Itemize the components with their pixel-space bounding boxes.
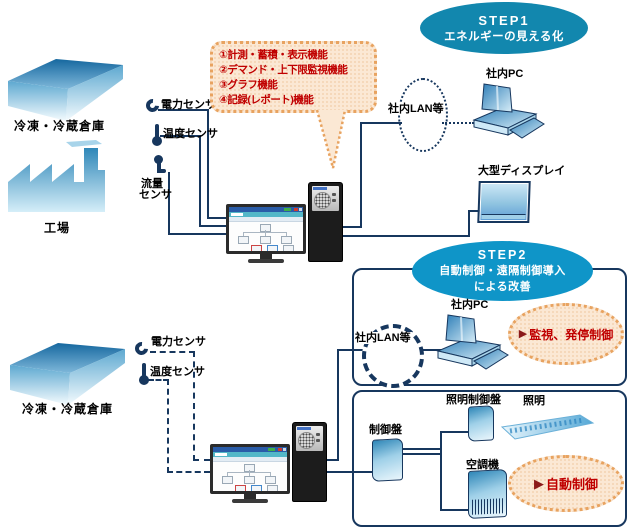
auto-control-badge: ▶ 自動制御: [508, 455, 624, 512]
warehouse-icon: [8, 59, 123, 121]
monitor-screen: [213, 447, 287, 491]
temperature-sensor-icon: [152, 124, 162, 146]
arrow-icon: ▶: [518, 327, 528, 340]
step1-title: STEP1: [478, 12, 530, 28]
function-callout: ①計測・蓄積・表示機能 ②デマンド・上下限監視機能 ③グラフ機能 ④記録(レポー…: [210, 41, 377, 113]
cable-temp-v: [199, 135, 201, 227]
cable-power-dashed-in: [193, 459, 210, 461]
cable-temp-in: [199, 225, 227, 227]
cable-temp-dashed-h: [148, 379, 169, 381]
cable-lan-pc-dotted: [442, 122, 474, 124]
app-menubar: [229, 212, 303, 217]
temperature-sensor-label: 温度センサ: [163, 128, 218, 140]
desktop-pc-icon: [437, 314, 509, 370]
step2-title: STEP2: [477, 248, 528, 262]
app-diagram-area: [229, 222, 303, 251]
pc-label: 社内PC: [451, 299, 489, 311]
air-conditioner-label: 空調機: [466, 459, 499, 471]
large-display-icon: [477, 181, 531, 223]
warehouse-label: 冷凍・冷蔵倉庫: [14, 119, 106, 133]
monitoring-control-text: 監視、発停制御: [529, 327, 614, 342]
control-panel-icon: [372, 438, 403, 482]
factory-label: 工場: [44, 221, 71, 235]
app-menubar: [213, 452, 287, 457]
cable-tower-panel: [325, 471, 375, 473]
app-diagram-area: [213, 462, 287, 491]
app-titlebar: [229, 207, 303, 212]
control-panel-label: 制御盤: [369, 424, 402, 436]
power-sensor-icon: [132, 339, 151, 358]
data-logger-tower: [292, 422, 327, 502]
cable-tower-lan-h: [341, 226, 362, 228]
cable-junction-v: [440, 431, 442, 511]
cable-flow-in: [168, 233, 227, 235]
desktop-pc-icon: [473, 83, 545, 139]
factory-icon: [8, 140, 105, 212]
data-logger-tower: [308, 182, 343, 262]
cable-tower-display-v: [468, 210, 470, 237]
flow-sensor-label-line1: 流量: [141, 178, 163, 190]
cable-power-v: [207, 109, 209, 219]
monitoring-pc-monitor: [226, 204, 306, 263]
cable-tower-display-h: [341, 235, 470, 237]
step2-subtitle-line2: による改善: [473, 281, 532, 293]
lighting-label: 照明: [523, 395, 545, 407]
cable-power-in: [207, 217, 227, 219]
cable-tower-lan2-h: [325, 459, 339, 461]
cable-display-in: [468, 210, 482, 212]
ac-vents: [472, 498, 503, 515]
cable-temp-dashed-in: [167, 471, 210, 473]
cable-lan-in: [360, 122, 402, 124]
arrow-icon: ▶: [533, 476, 544, 491]
step1-badge: STEP1 エネルギーの見える化: [420, 2, 588, 54]
cable-power-dashed-h: [150, 351, 195, 353]
flow-sensor-icon: [152, 155, 167, 175]
cable-tower-lan-v: [360, 122, 362, 228]
warehouse-icon: [10, 343, 125, 405]
monitoring-control-badge: ▶ 監視、発停制御: [508, 303, 624, 365]
temperature-sensor-icon: [139, 363, 149, 385]
cable-to-ac: [440, 509, 470, 511]
callout-item: ①計測・蓄積・表示機能: [219, 49, 328, 61]
cable-power-dashed-v: [193, 351, 195, 461]
flow-sensor-label-line2: センサ: [139, 189, 172, 201]
cable-temp-h: [160, 135, 201, 137]
step1-subtitle: エネルギーの見える化: [444, 30, 564, 43]
callout-item: ④記録(レポート)機能: [219, 94, 314, 106]
large-display-label: 大型ディスプレイ: [478, 165, 566, 177]
cable-flow-v: [168, 172, 170, 235]
fluorescent-lamp-icon: [500, 414, 595, 440]
temperature-sensor-label: 温度センサ: [150, 366, 205, 378]
cable-temp-dashed-v: [167, 379, 169, 473]
speaker-grille-icon: [298, 432, 315, 449]
lighting-control-panel-label: 照明制御盤: [446, 394, 501, 406]
lan-label: 社内LAN等: [354, 332, 412, 345]
pc-label: 社内PC: [486, 68, 524, 80]
cable-power-h: [158, 109, 209, 111]
callout-item: ③グラフ機能: [219, 79, 278, 91]
callout-item: ②デマンド・上下限監視機能: [219, 64, 348, 76]
app-titlebar: [213, 447, 287, 452]
callout-tail: [316, 109, 347, 169]
speaker-grille-icon: [314, 192, 331, 209]
cable-lan2-in: [337, 349, 365, 351]
monitor-screen: [229, 207, 303, 251]
air-conditioner-icon: [468, 468, 507, 520]
step2-badge: STEP2 自動制御・遠隔制御導入 による改善: [412, 241, 593, 301]
cable-lan2-pc: [414, 349, 447, 351]
cable-tower-lan2-v: [337, 349, 339, 461]
warehouse-label: 冷凍・冷蔵倉庫: [22, 402, 114, 416]
power-sensor-label: 電力センサ: [161, 99, 216, 111]
cable-panel-junction-2: [402, 453, 442, 455]
cable-to-lighting-panel: [440, 431, 470, 433]
step2-subtitle-line1: 自動制御・遠隔制御導入: [439, 265, 566, 277]
lighting-control-panel-icon: [468, 405, 494, 442]
lan-label: 社内LAN等: [387, 103, 445, 116]
monitoring-pc-monitor: [210, 444, 290, 503]
power-sensor-label: 電力センサ: [151, 336, 206, 348]
auto-control-text: 自動制御: [545, 477, 598, 492]
cable-panel-junction-1: [402, 448, 442, 450]
power-sensor-icon: [143, 96, 162, 115]
